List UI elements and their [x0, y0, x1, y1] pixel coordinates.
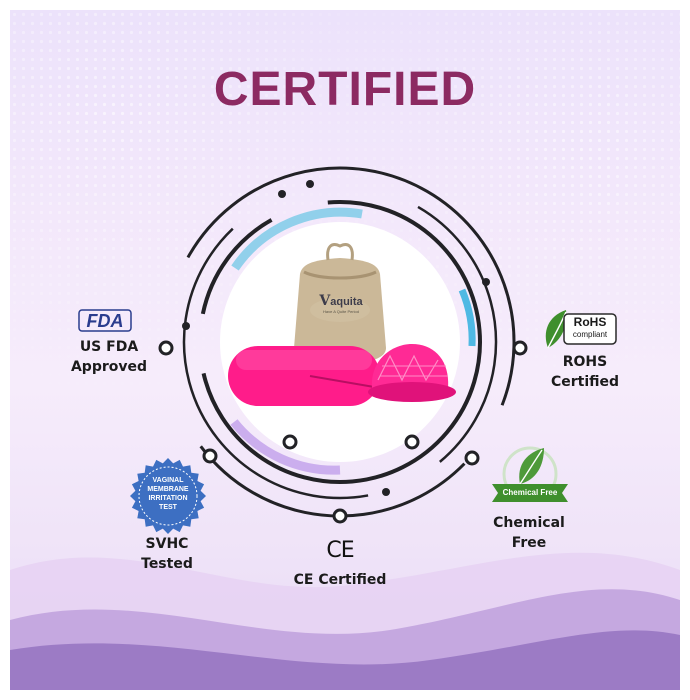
- leaf-ribbon-icon: [492, 446, 568, 502]
- svhc-label: SVHC Tested: [122, 534, 212, 574]
- brand-name: aquita: [330, 296, 363, 308]
- rohs-label-line1: ROHS: [562, 354, 608, 370]
- seal-line4: TEST: [159, 504, 177, 511]
- ce-mark-icon: CE: [326, 538, 354, 563]
- fda-label: US FDA Approved: [64, 337, 154, 377]
- product-image: [228, 243, 456, 406]
- brand-tagline: Have A Quite Period: [322, 309, 360, 314]
- seal-text: VAGINAL MEMBRANE IRRITATION TEST: [132, 476, 204, 512]
- svhc-label-line2: Tested: [141, 556, 193, 572]
- brand-initial: V: [319, 293, 331, 309]
- product-brand: Vaquita Have A Quite Period: [306, 292, 376, 314]
- fda-label-line2: Approved: [70, 359, 148, 375]
- ribbon-text: Chemical Free: [502, 488, 558, 497]
- rohs-label-line2: Certified: [550, 374, 620, 390]
- page-title: CERTIFIED: [213, 63, 477, 116]
- seal-badge-icon: [130, 458, 206, 534]
- fda-logo-icon: [78, 309, 132, 332]
- svhc-label-line1: SVHC: [145, 536, 189, 552]
- seal-line2: MEMBRANE: [147, 486, 189, 493]
- fda-label-line1: US FDA: [79, 339, 139, 355]
- chemical-label-line2: Free: [511, 535, 547, 551]
- rohs-logo-sub: compliant: [572, 330, 608, 339]
- ce-label: CE Certified: [293, 572, 387, 588]
- fda-logo-text: FDA: [86, 311, 124, 331]
- chemical-label-line1: Chemical: [493, 515, 565, 531]
- chemical-label: Chemical Free: [484, 513, 574, 553]
- rohs-label: ROHS Certified: [540, 352, 630, 392]
- bottom-waves: [10, 552, 680, 690]
- seal-line1: VAGINAL: [152, 477, 184, 484]
- seal-line3: IRRITATION: [148, 495, 188, 502]
- certification-ring: [158, 166, 528, 524]
- infographic-canvas: CERTIFIED: [10, 10, 680, 690]
- rohs-leaf-icon: [545, 310, 617, 349]
- rohs-logo-title: RoHS: [573, 315, 607, 329]
